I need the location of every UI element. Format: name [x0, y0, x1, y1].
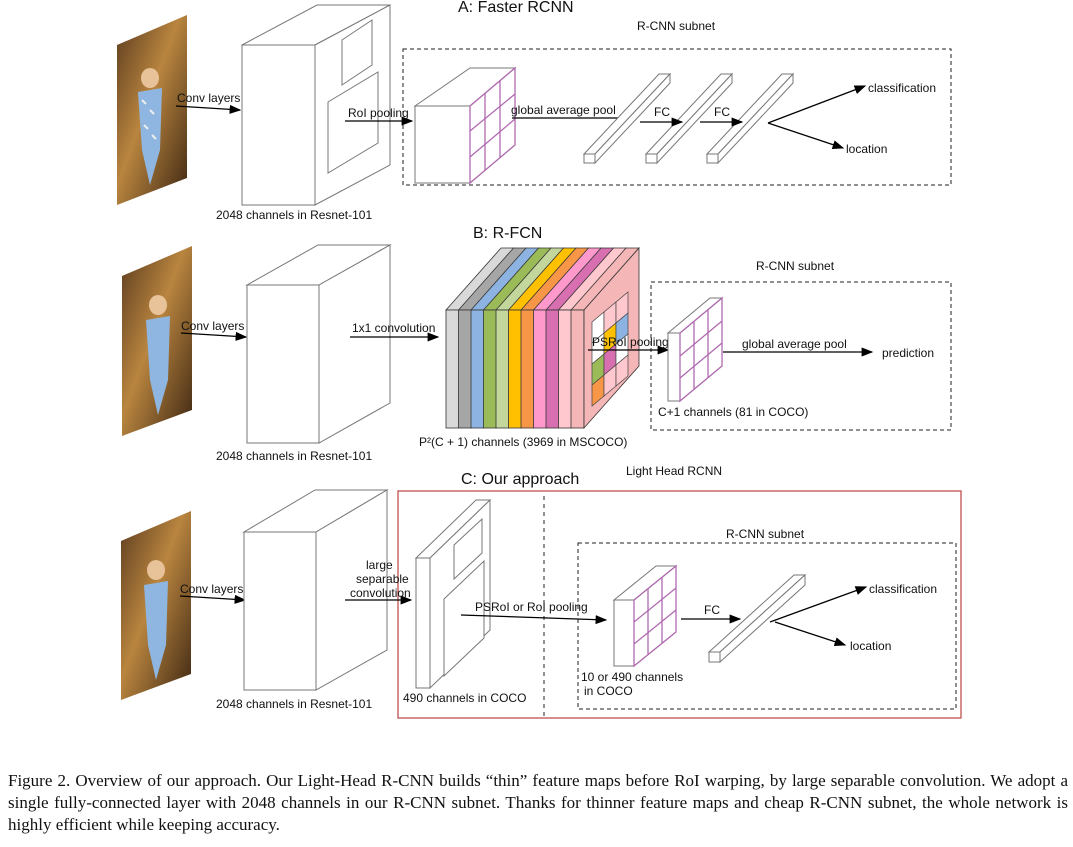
figure-caption: Figure 2. Overview of our approach. Our … — [8, 771, 1068, 834]
conv-label-b: Conv layers — [181, 319, 244, 333]
rcnn-subnet-title-c: R-CNN subnet — [726, 527, 805, 541]
fc-layer-c — [707, 573, 807, 664]
rcnn-subnet-box-b — [650, 281, 952, 431]
score-map-slice — [557, 247, 628, 429]
backbone-feature-map-c — [242, 489, 389, 691]
score-map-slice — [495, 247, 565, 429]
loc-arrow-a — [767, 122, 845, 150]
fc-label-c: FC — [704, 603, 720, 617]
roi-channels-label-1: 10 or 490 channels — [581, 670, 683, 684]
large-sep-label-2: separable — [356, 572, 409, 586]
input-image-b — [122, 246, 192, 436]
cls-arrow-a — [767, 85, 867, 124]
large-sep-label-3: convolution — [350, 586, 411, 600]
gap-label-a: global average pool — [511, 103, 616, 117]
conv-label-c: Conv layers — [180, 582, 243, 596]
panel-b: B: R-FCN Conv layers 2048 channels in Re… — [122, 225, 952, 463]
fc2-label-a: FC — [714, 105, 730, 119]
roi-channels-label-2: in COCO — [584, 684, 633, 698]
rcnn-subnet-box-c — [577, 542, 957, 710]
thin-channels-label: 490 channels in COCO — [403, 691, 526, 705]
conv-arrow-b — [180, 331, 248, 341]
fc-layer-2-a — [644, 72, 734, 165]
score-map-slice — [507, 247, 578, 429]
gap-label-b: global average pool — [742, 337, 847, 351]
roi-feature-cube-a — [413, 66, 517, 185]
prediction-label-b: prediction — [882, 346, 934, 360]
fc-layer-1-a — [582, 72, 672, 165]
conv1x1-label-b: 1x1 convolution — [352, 321, 435, 335]
cls-arrow-c — [769, 586, 868, 623]
psroi-output-cube-b — [666, 296, 724, 403]
backbone-label-b: 2048 channels in Resnet-101 — [216, 449, 372, 463]
classification-label-c: classification — [869, 582, 937, 596]
roi-feature-cube-c — [612, 564, 678, 668]
location-label-a: location — [846, 142, 887, 156]
architecture-diagram: A: Faster RCNN Conv layers 2048 channels… — [117, 0, 962, 719]
fc-layer-3-a — [705, 72, 795, 165]
backbone-label-c: 2048 channels in Resnet-101 — [216, 697, 372, 711]
thin-feature-map-c — [414, 498, 492, 690]
panel-a-title: A: Faster RCNN — [458, 0, 574, 16]
rcnn-subnet-title-a: R-CNN subnet — [637, 19, 716, 33]
panel-a: A: Faster RCNN Conv layers 2048 channels… — [117, 0, 952, 222]
conv-label-a: Conv layers — [177, 91, 240, 105]
backbone-feature-map-b — [245, 244, 392, 444]
pool-arrow-c — [460, 614, 608, 625]
psroi-grid — [591, 291, 629, 407]
backbone-label-a: 2048 channels in Resnet-101 — [216, 208, 372, 222]
psroi-label-b: PSRoI pooling — [592, 335, 669, 349]
roi-label-a: RoI pooling — [348, 106, 409, 120]
pool-label-c: PSRoI or RoI pooling — [475, 600, 588, 614]
position-sensitive-score-maps — [445, 246, 640, 430]
light-head-box — [397, 490, 962, 719]
backbone-feature-map-a — [241, 4, 391, 206]
location-label-c: location — [850, 639, 891, 653]
panel-c: C: Our approach Light Head RCNN Conv lay… — [121, 464, 962, 719]
input-image-c — [121, 511, 191, 700]
rfcn-channels-label: P²(C + 1) channels (3969 in MSCOCO) — [419, 435, 627, 449]
conv-arrow-c — [179, 594, 247, 604]
subnet-channels-label-b: C+1 channels (81 in COCO) — [658, 405, 808, 419]
classification-label-a: classification — [868, 81, 936, 95]
rcnn-subnet-title-b: R-CNN subnet — [756, 259, 835, 273]
large-sep-label-1: large — [366, 558, 393, 572]
input-image-a — [117, 15, 187, 205]
light-head-title: Light Head RCNN — [626, 464, 722, 478]
conv-arrow-a — [175, 104, 242, 114]
fc1-label-a: FC — [654, 105, 670, 119]
loc-arrow-c — [774, 621, 847, 647]
rcnn-subnet-box-a — [402, 48, 952, 186]
panel-b-title: B: R-FCN — [473, 225, 542, 242]
panel-c-title: C: Our approach — [461, 471, 579, 488]
